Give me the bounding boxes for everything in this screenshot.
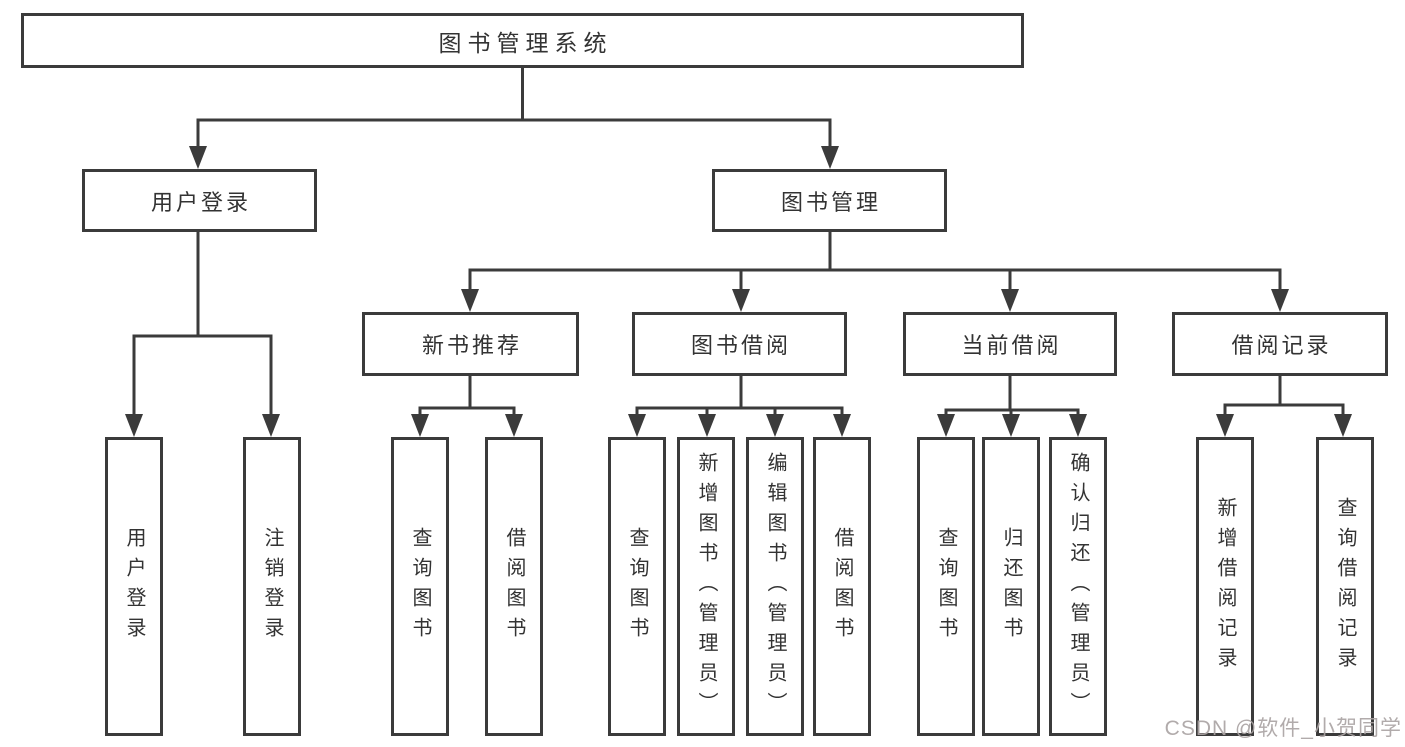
node-label: 注销登录 [261, 526, 283, 647]
node-label: 确认归还（管理员） [1067, 451, 1089, 722]
node-label: 归还图书 [1000, 526, 1022, 647]
leaf-user-login: 用户登录 [105, 437, 163, 736]
leaf-borrow-books-recommend: 借阅图书 [485, 437, 543, 736]
node-label: 图书管理 [780, 189, 881, 215]
node-label: 查询图书 [935, 526, 957, 647]
node-label: 当前借阅 [961, 333, 1062, 358]
leaf-confirm-return-admin: 确认归还（管理员） [1049, 437, 1107, 736]
leaf-add-borrow-record: 新增借阅记录 [1196, 437, 1254, 736]
leaf-query-books-current: 查询图书 [917, 437, 975, 736]
node-label: 借阅图书 [503, 526, 525, 647]
leaf-query-books-borrowing: 查询图书 [608, 437, 666, 736]
node-label: 用户登录 [123, 526, 145, 647]
node-label: 图书管理系统 [438, 29, 613, 56]
node-borrowing-records: 借阅记录 [1172, 312, 1388, 376]
leaf-return-books: 归还图书 [982, 437, 1040, 736]
node-book-management: 图书管理 [712, 169, 947, 232]
leaf-query-borrow-record: 查询借阅记录 [1316, 437, 1374, 736]
node-user-login: 用户登录 [82, 169, 317, 232]
leaf-borrow-books-borrowing: 借阅图书 [813, 437, 871, 736]
node-current-borrowing: 当前借阅 [903, 312, 1117, 376]
watermark: CSDN @软件_小贺同学 [1164, 717, 1402, 740]
leaf-add-book-admin: 新增图书（管理员） [677, 437, 735, 736]
node-label: 图书借阅 [690, 333, 791, 358]
node-label: 查询图书 [626, 526, 648, 647]
node-library-management-system: 图书管理系统 [21, 13, 1024, 68]
leaf-query-books-recommend: 查询图书 [391, 437, 449, 736]
node-label: 查询借阅记录 [1334, 496, 1356, 677]
node-label: 用户登录 [150, 189, 251, 215]
node-label: 新增借阅记录 [1214, 496, 1236, 677]
node-new-book-recommendation: 新书推荐 [362, 312, 579, 376]
node-label: 查询图书 [409, 526, 431, 647]
node-label: 编辑图书（管理员） [764, 451, 786, 722]
leaf-edit-book-admin: 编辑图书（管理员） [746, 437, 804, 736]
node-label: 借阅图书 [831, 526, 853, 647]
leaf-logout: 注销登录 [243, 437, 301, 736]
node-label: 借阅记录 [1231, 333, 1332, 358]
node-label: 新书推荐 [421, 333, 522, 358]
node-book-borrowing: 图书借阅 [632, 312, 847, 376]
node-label: 新增图书（管理员） [695, 451, 717, 722]
arrowheads [125, 146, 1352, 437]
